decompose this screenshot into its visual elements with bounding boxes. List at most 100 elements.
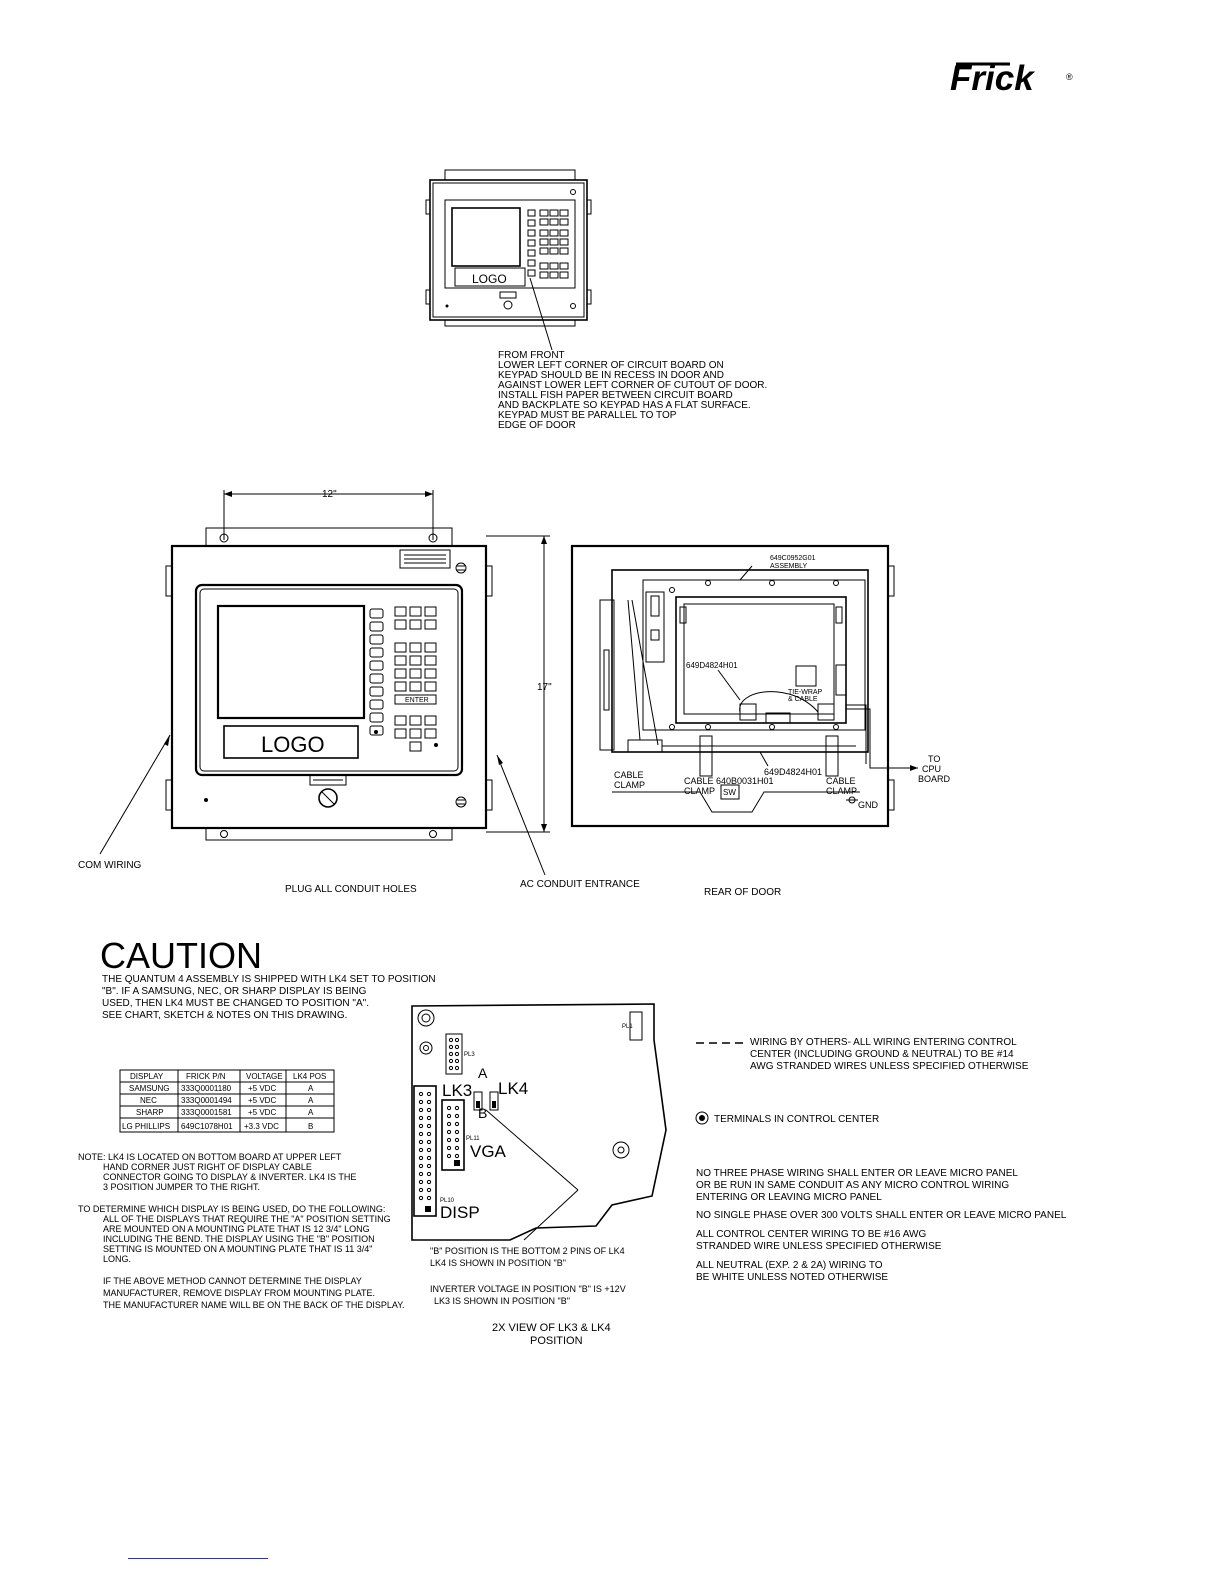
lk3-label: LK3	[442, 1081, 472, 1100]
pl3-label: PL3	[464, 1052, 475, 1058]
caution-line-4: SEE CHART, SKETCH & NOTES ON THIS DRAWIN…	[102, 1010, 347, 1021]
table-row-3-pos: A	[308, 1108, 314, 1117]
lk-jumper-view: LK3 LK4 A B VGA DISP PL1 PL3 PL11 PL10 "…	[411, 1003, 667, 1347]
assembly-label: ASSEMBLY	[770, 563, 808, 570]
note1-line-2: HAND CORNER JUST RIGHT OF DISPLAY CABLE	[103, 1162, 312, 1172]
general-note-1-line-3: ENTERING OR LEAVING MICRO PANEL	[696, 1192, 882, 1203]
general-note-2: NO SINGLE PHASE OVER 300 VOLTS SHALL ENT…	[696, 1210, 1067, 1221]
enter-key-label: ENTER	[405, 697, 429, 704]
note2-line-1: TO DETERMINE WHICH DISPLAY IS BEING USED…	[78, 1204, 385, 1214]
front-view-large: 12" LOGO	[78, 489, 640, 895]
note3-line-1: IF THE ABOVE METHOD CANNOT DETERMINE THE…	[103, 1276, 362, 1286]
table-row-2-pos: A	[308, 1096, 314, 1105]
table-header-display: DISPLAY	[130, 1072, 164, 1081]
pl1-label: PL1	[622, 1024, 633, 1030]
table-row-1-pn: 333Q0001180	[181, 1084, 232, 1093]
table-row-3-pn: 333Q0001581	[181, 1108, 232, 1117]
part-pn-3: 640B0031H01	[716, 776, 774, 786]
table-header-pn: FRICK P/N	[186, 1072, 226, 1081]
front-note-line-8: EDGE OF DOOR	[498, 420, 576, 431]
cable-clamp-2-line-1: CABLE	[684, 776, 714, 786]
inverter-line-1: INVERTER VOLTAGE IN POSITION "B" IS +12V	[430, 1284, 626, 1294]
legend-block: WIRING BY OTHERS- ALL WIRING ENTERING CO…	[695, 1037, 1067, 1283]
general-note-1-line-2: OR BE RUN IN SAME CONDUIT AS ANY MICRO C…	[696, 1180, 1009, 1191]
to-cpu-line-2: CPU	[922, 764, 941, 774]
table-row-3-voltage: +5 VDC	[248, 1108, 276, 1117]
front-note-line-2: LOWER LEFT CORNER OF CIRCUIT BOARD ON	[498, 360, 724, 371]
table-row-4-pn: 649C1078H01	[181, 1122, 233, 1131]
note2-line-2: ALL OF THE DISPLAYS THAT REQUIRE THE "A"…	[103, 1214, 391, 1224]
frick-logo: Frick ®	[950, 59, 1073, 98]
table-header-lk4: LK4 POS	[293, 1072, 326, 1081]
front-note-line-5: INSTALL FISH PAPER BETWEEN CIRCUIT BOARD	[498, 390, 733, 401]
table-row-2-voltage: +5 VDC	[248, 1096, 276, 1105]
front-note-line-1: FROM FRONT	[498, 350, 565, 361]
board-pn-1: 649D4824H01	[686, 661, 738, 670]
front-view-small: LOGO	[425, 169, 592, 351]
registered-mark: ®	[1066, 72, 1073, 82]
footer-rule	[128, 1558, 268, 1559]
lk-view-caption-1: 2X VIEW OF LK3 & LK4	[492, 1322, 611, 1334]
note2-line-6: LONG.	[103, 1254, 131, 1264]
note2-line-4: INCLUDING THE BEND. THE DISPLAY USING TH…	[103, 1234, 375, 1244]
wiring-others-line-2: CENTER (INCLUDING GROUND & NEUTRAL) TO B…	[750, 1049, 1014, 1060]
assembly-pn: 649C0952G01	[770, 555, 816, 562]
general-note-3-line-2: STRANDED WIRE UNLESS SPECIFIED OTHERWISE	[696, 1241, 942, 1252]
terminals-label: TERMINALS IN CONTROL CENTER	[714, 1114, 879, 1125]
large-logo-label: LOGO	[261, 732, 325, 757]
table-row-1-display: SAMSUNG	[129, 1084, 169, 1093]
general-note-4-line-1: ALL NEUTRAL (EXP. 2 & 2A) WIRING TO	[696, 1260, 883, 1271]
table-row-3-display: SHARP	[136, 1108, 164, 1117]
note1-line-4: 3 POSITION JUMPER TO THE RIGHT.	[103, 1182, 260, 1192]
cable-clamp-1-line-1: CABLE	[614, 770, 644, 780]
pos-a-label: A	[478, 1065, 488, 1081]
b-position-line-2: LK4 IS SHOWN IN POSITION "B"	[430, 1258, 566, 1268]
lk4-label: LK4	[498, 1079, 528, 1098]
table-row-1-pos: A	[308, 1084, 314, 1093]
wiring-others-line-1: WIRING BY OTHERS- ALL WIRING ENTERING CO…	[750, 1037, 1017, 1048]
caution-block: CAUTION THE QUANTUM 4 ASSEMBLY IS SHIPPE…	[100, 935, 436, 1021]
to-cpu-line-1: TO	[928, 754, 940, 764]
note1-line-1: NOTE: LK4 IS LOCATED ON BOTTOM BOARD AT …	[78, 1152, 342, 1162]
small-logo-label: LOGO	[472, 272, 507, 286]
note3-line-3: THE MANUFACTURER NAME WILL BE ON THE BAC…	[103, 1300, 405, 1310]
dim-height-label: 17"	[537, 682, 552, 693]
cable-clamp-2-line-2: CLAMP	[684, 786, 715, 796]
note1-line-3: CONNECTOR GOING TO DISPLAY & INVERTER. L…	[103, 1172, 356, 1182]
notes-block: NOTE: LK4 IS LOCATED ON BOTTOM BOARD AT …	[78, 1152, 405, 1310]
b-position-line-1: "B" POSITION IS THE BOTTOM 2 PINS OF LK4	[430, 1246, 625, 1256]
front-view-note: FROM FRONT LOWER LEFT CORNER OF CIRCUIT …	[498, 350, 767, 431]
cable-clamp-3-line-1: CABLE	[826, 776, 856, 786]
disp-label: DISP	[440, 1203, 480, 1222]
table-row-4-voltage: +3.3 VDC	[244, 1122, 279, 1131]
display-table: DISPLAY FRICK P/N VOLTAGE LK4 POS SAMSUN…	[119, 1069, 335, 1133]
tie-wrap-line-2: & CABLE	[788, 696, 818, 703]
note2-line-3: ARE MOUNTED ON A MOUNTING PLATE THAT IS …	[103, 1224, 370, 1234]
caution-line-3: USED, THEN LK4 MUST BE CHANGED TO POSITI…	[102, 998, 369, 1009]
caution-line-1: THE QUANTUM 4 ASSEMBLY IS SHIPPED WITH L…	[102, 974, 436, 985]
rear-view: SW 649C0952G01 ASSEMBLY 649D4824H01 TIE-…	[570, 544, 951, 898]
board-pn-2: 649D4824H01	[764, 767, 822, 777]
front-note-line-6: AND BACKPLATE SO KEYPAD HAS A FLAT SURFA…	[498, 400, 751, 411]
front-note-line-3: KEYPAD SHOULD BE IN RECESS IN DOOR AND	[498, 370, 724, 381]
rear-view-caption: REAR OF DOOR	[704, 887, 781, 898]
cable-clamp-1-line-2: CLAMP	[614, 780, 645, 790]
table-row-4-pos: B	[308, 1122, 313, 1131]
table-header-voltage: VOLTAGE	[246, 1072, 283, 1081]
to-cpu-line-3: BOARD	[918, 774, 951, 784]
rear-sw-label: SW	[723, 788, 736, 797]
inverter-line-2: LK3 IS SHOWN IN POSITION "B"	[434, 1296, 570, 1306]
pl11-label: PL11	[466, 1136, 480, 1142]
caution-heading: CAUTION	[100, 935, 262, 976]
note3-line-2: MANUFACTURER, REMOVE DISPLAY FROM MOUNTI…	[103, 1288, 375, 1298]
front-note-line-7: KEYPAD MUST BE PARALLEL TO TOP	[498, 410, 677, 421]
general-note-3-line-1: ALL CONTROL CENTER WIRING TO BE #16 AWG	[696, 1229, 926, 1240]
front-note-line-4: AGAINST LOWER LEFT CORNER OF CUTOUT OF D…	[498, 380, 767, 391]
pos-b-label: B	[478, 1105, 487, 1121]
plug-holes-label: PLUG ALL CONDUIT HOLES	[285, 884, 417, 895]
general-note-1-line-1: NO THREE PHASE WIRING SHALL ENTER OR LEA…	[696, 1168, 1018, 1179]
caution-line-2: "B". IF A SAMSUNG, NEC, OR SHARP DISPLAY…	[102, 986, 367, 997]
ac-entrance-label: AC CONDUIT ENTRANCE	[520, 879, 640, 890]
